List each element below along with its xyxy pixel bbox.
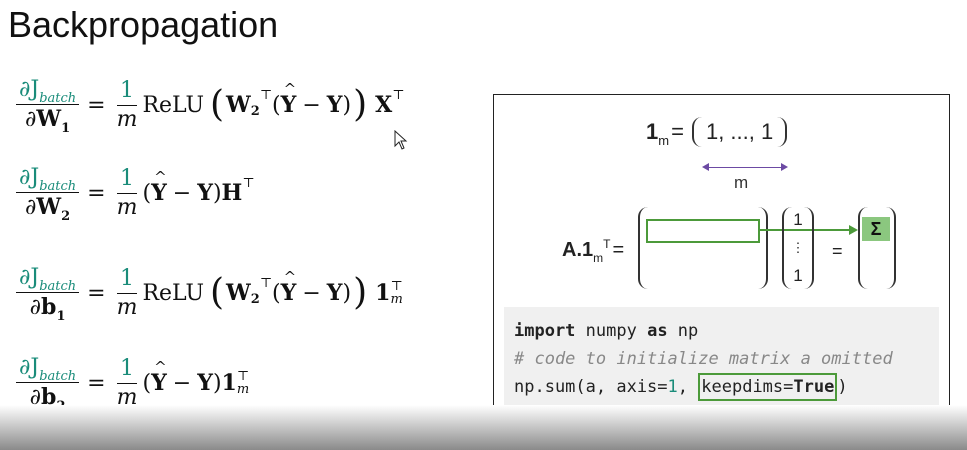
keepdims-highlight: keepdims=True (698, 373, 838, 401)
code-line-sum: np.sum(a, axis=1, keepdims=True) (514, 373, 929, 401)
fraction-dJ-dW1: ∂Jbatch ∂W1 (16, 77, 80, 136)
length-arrow-icon (702, 163, 788, 171)
mouse-cursor-icon (394, 130, 408, 150)
code-line-import: import numpy as np (514, 321, 699, 341)
ones-vector-definition: 1 m = 1, ..., 1 (646, 117, 788, 148)
code-line-comment: # code to initialize matrix a omitted (514, 349, 893, 369)
matrix-a-bracket (638, 207, 768, 289)
matrix-row-highlight (646, 219, 760, 243)
equals-sign: = (832, 241, 843, 261)
result-vector-bracket (858, 207, 896, 289)
code-block: import numpy as np # code to initialize … (504, 307, 939, 407)
equation-dW2: ∂Jbatch ∂W2 = 1m (Y−Y)H⊤ (14, 165, 255, 224)
bottom-shadow (0, 405, 967, 450)
ones-column-vector: 1 ⋮ 1 (782, 207, 814, 289)
row-sum-arrow-icon (758, 225, 858, 235)
equation-dW1: ∂Jbatch ∂W1 = 1m ReLU ( W2⊤ (Y−Y) ) X⊤ (14, 77, 404, 136)
equation-db1: ∂Jbatch ∂b1 = 1m ReLU ( W2⊤ (Y−Y) ) 1⊤m (14, 265, 403, 324)
slide-title: Backpropagation (8, 4, 279, 45)
length-label: m (734, 173, 749, 192)
equation-db2: ∂Jbatch ∂b2 = 1m (Y−Y)1⊤m (14, 355, 249, 414)
ones-vector: 1, ..., 1 (691, 117, 788, 147)
sigma-icon: Σ (862, 217, 890, 241)
